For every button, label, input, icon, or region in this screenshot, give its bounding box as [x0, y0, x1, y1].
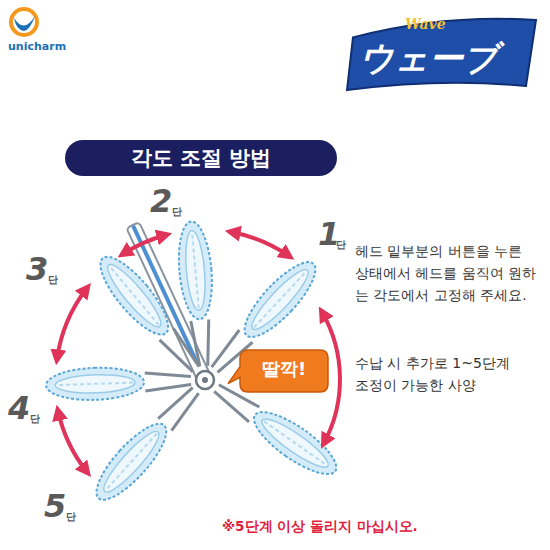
click-bubble: 딸깍!: [240, 350, 328, 392]
step-number: 2: [150, 185, 172, 217]
click-sound: 딸깍!: [240, 350, 328, 388]
brand-sub: Wave: [405, 16, 446, 32]
brand-name: ウェーブ: [359, 36, 498, 82]
step-number: 5: [44, 490, 66, 522]
title-band: [65, 140, 337, 176]
instruction-text: 헤드 밑부분의 버튼을 누른 상태에서 헤드를 움직여 원하는 각도에서 고정해…: [355, 240, 540, 306]
company-name: unicharm: [8, 40, 66, 53]
pivot-button: [196, 371, 214, 389]
warning-note: ※5단계 이상 돌리지 마십시오.: [222, 518, 418, 536]
unicharm-logo: [9, 7, 39, 37]
step-unit: 단: [30, 412, 40, 426]
title: 각도 조절 방법: [65, 140, 337, 176]
duster-heads: [46, 220, 345, 509]
brand-logo: Wave ウェーブ: [345, 14, 540, 92]
step-unit: 단: [172, 205, 182, 219]
storage-note: 수납 시 추가로 1~5단계 조정이 가능한 사양: [355, 352, 525, 396]
step-unit: 단: [336, 238, 346, 252]
step-number: 3: [26, 253, 48, 285]
step-unit: 단: [48, 273, 58, 287]
step-number: 4: [8, 392, 30, 424]
step-unit: 단: [66, 510, 76, 524]
rotation-arrows: [57, 232, 340, 472]
